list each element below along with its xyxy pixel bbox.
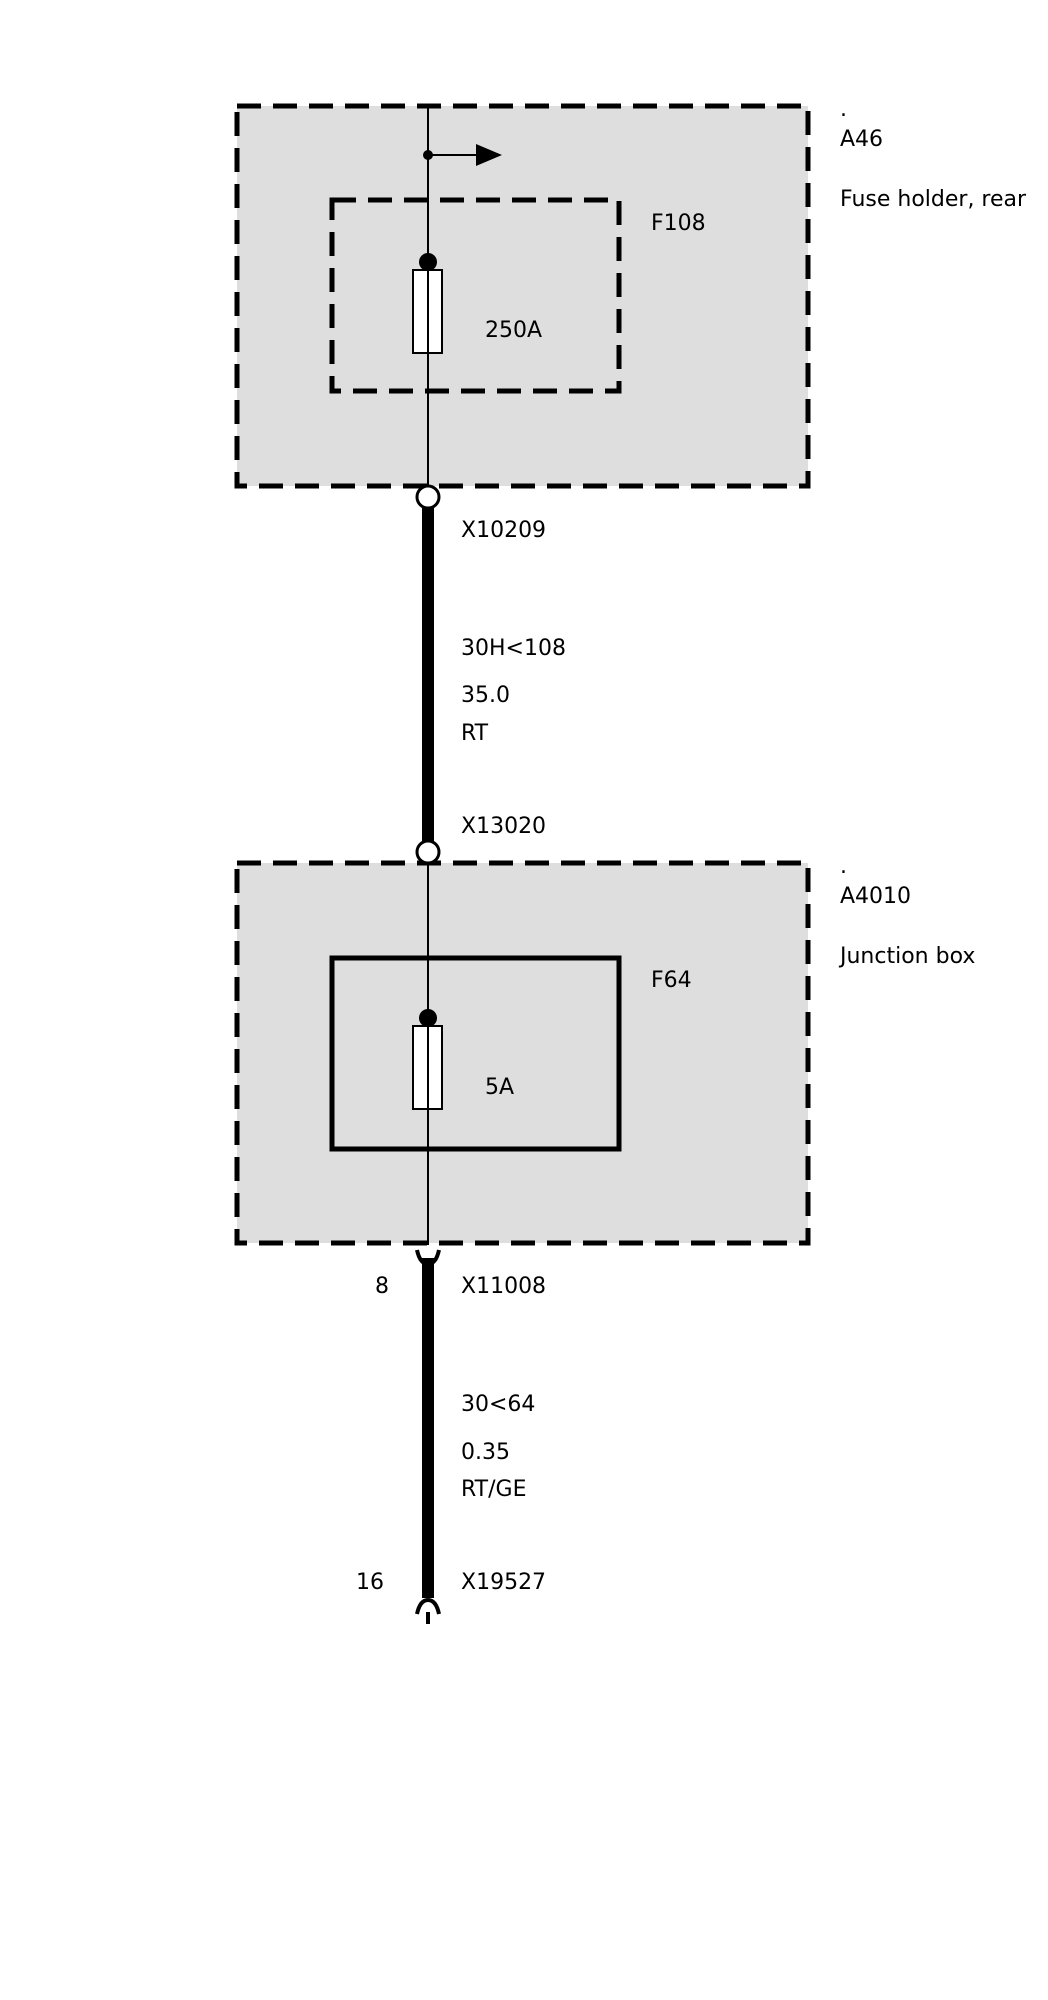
connector-x10209-icon[interactable] <box>415 484 441 510</box>
connector-x11008-icon[interactable] <box>415 1249 441 1267</box>
module-a4010[interactable] <box>234 860 811 1246</box>
fuse-f64-border <box>329 955 622 1152</box>
connector-x19527-icon[interactable] <box>415 1597 441 1624</box>
wire-1-color: RT <box>461 721 489 746</box>
wire-1-circuit: 30H<108 <box>461 636 566 661</box>
module-a4010-background <box>237 863 808 1243</box>
wire-2-circuit: 30<64 <box>461 1392 535 1417</box>
module-a46-border <box>234 103 811 489</box>
wire-2-gauge: 0.35 <box>461 1440 510 1465</box>
fuse-f108-border <box>329 197 622 394</box>
connector-x10209-label: X10209 <box>461 518 546 543</box>
connector-x11008-pin: 8 <box>375 1274 389 1299</box>
module-a46[interactable] <box>234 103 811 489</box>
fuse-f108-holder[interactable] <box>329 197 622 394</box>
connector-x19527-label: X19527 <box>461 1570 546 1595</box>
fuse-f108-id: F108 <box>651 211 706 236</box>
fuse-f108-icon <box>412 253 443 354</box>
connector-x13020-icon[interactable] <box>415 839 441 865</box>
branch-arrow <box>423 144 502 166</box>
connector-x11008-label: X11008 <box>461 1274 546 1299</box>
fuse-f64-rating: 5A <box>485 1075 514 1100</box>
fuse-f64-holder[interactable] <box>329 955 622 1152</box>
connector-x13020-label: X13020 <box>461 814 546 839</box>
fuse-f64-id: F64 <box>651 968 692 993</box>
wire-2-color: RT/GE <box>461 1477 526 1502</box>
module-a4010-description: Junction box <box>838 944 975 969</box>
wire-1-gauge: 35.0 <box>461 683 510 708</box>
module-a4010-border <box>234 860 811 1246</box>
module-a46-background <box>237 106 808 486</box>
module-a46-id: A46 <box>840 127 883 152</box>
connector-x19527-pin: 16 <box>356 1570 384 1595</box>
module-a46-description: Fuse holder, rear <box>840 187 1027 212</box>
fuse-f108-rating: 250A <box>485 318 542 343</box>
module-a4010-id: A4010 <box>840 884 911 909</box>
module-a46-dot: . <box>840 97 847 122</box>
module-a4010-dot: . <box>840 854 847 879</box>
fuse-f64-icon <box>412 1009 443 1110</box>
